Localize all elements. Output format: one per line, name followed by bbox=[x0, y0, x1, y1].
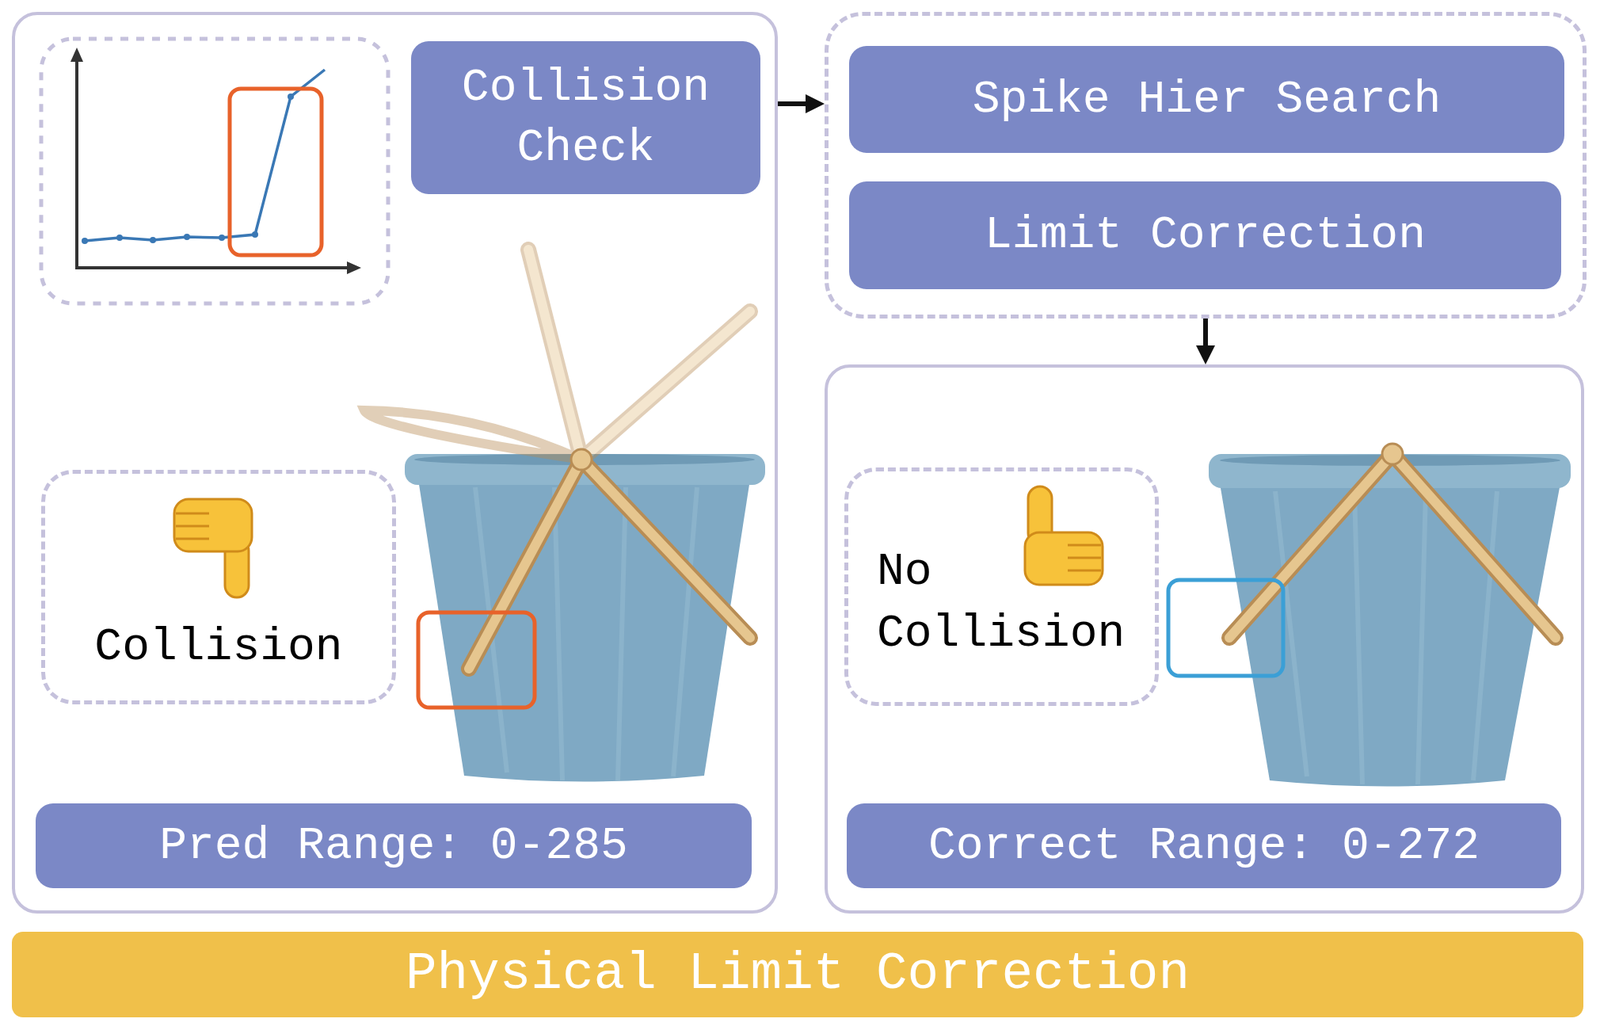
handle-arm bbox=[1392, 453, 1556, 638]
bucket-body bbox=[1219, 483, 1561, 787]
handle-left bbox=[468, 449, 751, 669]
verdict-box: No Collision bbox=[844, 467, 1159, 706]
data-point bbox=[287, 93, 294, 100]
x-axis bbox=[75, 266, 349, 270]
handle-arm bbox=[468, 459, 582, 669]
data-points bbox=[81, 93, 294, 244]
step-group: Spike Hier SearchLimit Correction bbox=[824, 11, 1587, 319]
process-box: Collision Check bbox=[411, 41, 761, 195]
range-bar: Correct Range: 0-272 bbox=[846, 803, 1562, 888]
node-label: Correct Range: 0-272 bbox=[928, 815, 1480, 876]
arrowhead bbox=[1196, 345, 1216, 365]
handle-right bbox=[1229, 443, 1556, 638]
thumbs-down-icon bbox=[174, 499, 252, 598]
panel: Collision CheckCollisionPred Range: 0-28… bbox=[11, 11, 778, 914]
verdict-box: Collision bbox=[41, 469, 397, 705]
axis-arrowhead bbox=[70, 47, 84, 62]
handle-pivot bbox=[571, 449, 592, 470]
spike-highlight bbox=[229, 88, 322, 256]
handle-arm bbox=[581, 459, 751, 638]
handle-pivot bbox=[1382, 443, 1403, 465]
node-label: Collision bbox=[94, 617, 343, 677]
data-point bbox=[81, 237, 88, 244]
node-label: No Collision bbox=[876, 540, 1143, 666]
handle-arm bbox=[1392, 453, 1556, 638]
handle-ghost bbox=[528, 249, 582, 460]
handle-ghost bbox=[528, 249, 582, 460]
node-label: Collision Check bbox=[430, 57, 742, 178]
handle-ghost bbox=[364, 410, 582, 460]
y-axis bbox=[75, 60, 79, 268]
arrowhead bbox=[805, 94, 825, 114]
title-band: Physical Limit Correction bbox=[11, 931, 1584, 1018]
connector-line bbox=[1203, 318, 1208, 349]
connector-line bbox=[777, 101, 809, 107]
bucket-left bbox=[404, 453, 766, 782]
no-collision-highlight bbox=[1168, 579, 1284, 676]
flow-arrow bbox=[1196, 318, 1216, 365]
handle-arm bbox=[1229, 453, 1393, 638]
bucket-shading bbox=[475, 487, 698, 781]
axis-arrowhead bbox=[346, 261, 362, 275]
handle-arm bbox=[1229, 453, 1393, 638]
node-label: Physical Limit Correction bbox=[405, 940, 1190, 1009]
handle-ghosts bbox=[364, 249, 751, 460]
handle-ghost bbox=[581, 311, 751, 460]
thumbs-up-icon bbox=[1024, 486, 1103, 585]
data-point bbox=[149, 236, 157, 244]
data-point bbox=[116, 234, 123, 241]
bucket-body bbox=[418, 479, 751, 782]
data-point bbox=[218, 234, 225, 241]
process-box: Spike Hier Search bbox=[849, 45, 1565, 153]
process-box: Limit Correction bbox=[849, 181, 1562, 290]
flow-arrow bbox=[777, 94, 825, 114]
handle-ghost bbox=[581, 311, 751, 460]
data-point bbox=[183, 233, 191, 240]
range-bar: Pred Range: 0-285 bbox=[35, 803, 752, 888]
collision-highlight bbox=[418, 612, 535, 708]
node-label: Pred Range: 0-285 bbox=[159, 815, 629, 876]
chart-frame bbox=[41, 38, 389, 304]
bucket-right bbox=[1208, 453, 1571, 787]
node-label: Limit Correction bbox=[984, 205, 1426, 265]
data-point bbox=[251, 231, 259, 238]
handle-arm bbox=[468, 459, 582, 669]
panel: No CollisionCorrect Range: 0-272 bbox=[824, 364, 1585, 914]
spike-line bbox=[84, 69, 325, 241]
handle-arm bbox=[581, 459, 751, 638]
node-label: Spike Hier Search bbox=[972, 69, 1442, 130]
